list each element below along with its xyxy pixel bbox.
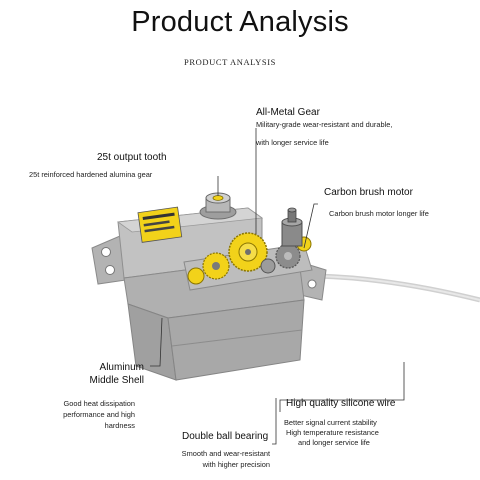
callout-ball-bearing-desc-1: Smooth and wear-resistant (182, 448, 270, 459)
callout-all-metal-gear-desc-1: Military-grade wear-resistant and durabl… (256, 119, 392, 130)
silicone-wire (318, 276, 480, 300)
callout-carbon-brush-desc: Carbon brush motor longer life (329, 208, 429, 219)
callout-aluminum-desc-3: hardness (105, 420, 135, 431)
label-sticker (138, 207, 182, 242)
callout-aluminum-desc-1: Good heat dissipation (64, 398, 136, 409)
callout-aluminum-title-1: Aluminum (100, 362, 144, 373)
callout-silicone-wire-desc-3: and longer service life (298, 437, 370, 448)
callout-ball-bearing-title: Double ball bearing (182, 431, 268, 442)
callout-silicone-wire-title: High quality silicone wire (286, 398, 396, 409)
carbon-brush-motor (282, 208, 302, 246)
callout-aluminum-desc-2: performance and high (63, 409, 135, 420)
callout-all-metal-gear-desc-2: with longer service life (256, 137, 329, 148)
callout-ball-bearing-desc-2: with higher precision (203, 459, 270, 470)
callout-aluminum-title-2: Middle Shell (90, 375, 144, 386)
leader-ball-bearing (272, 398, 276, 444)
callout-all-metal-gear-title: All-Metal Gear (256, 107, 320, 118)
callout-carbon-brush-title: Carbon brush motor (324, 187, 413, 198)
callout-output-tooth-desc: 25t reinforced hardened alumina gear (29, 169, 152, 180)
output-shaft (200, 193, 236, 219)
callout-output-tooth-title: 25t output tooth (97, 152, 167, 163)
